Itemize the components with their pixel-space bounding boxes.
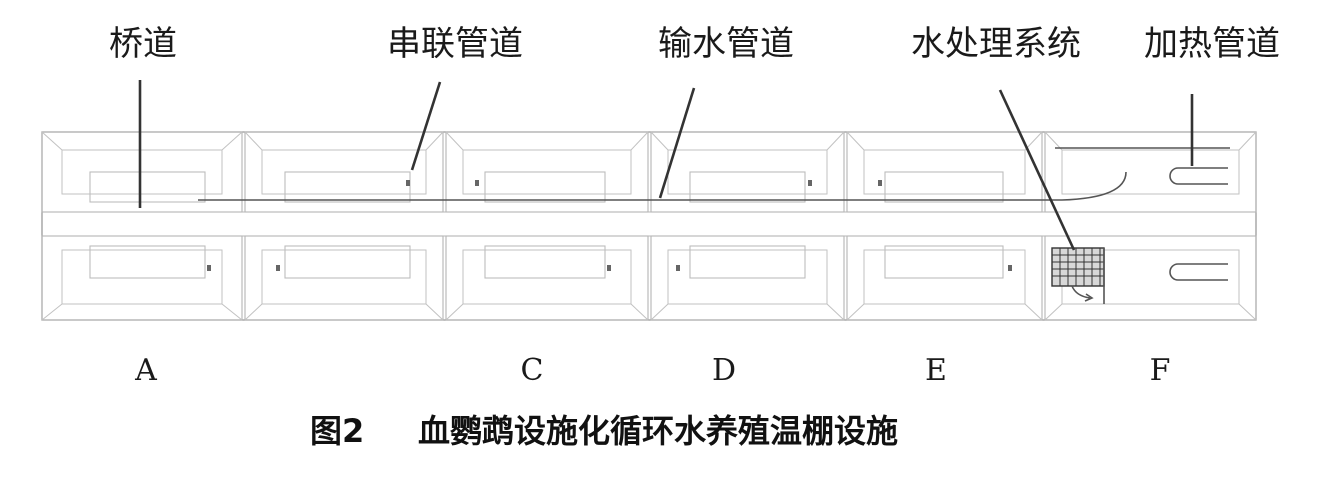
label-heating-pipe: 加热管道 bbox=[1144, 24, 1280, 64]
top-row-cells bbox=[41, 131, 1257, 213]
pond-cells bbox=[41, 131, 1257, 321]
section-label-d: D bbox=[712, 353, 736, 388]
section-label-a: A bbox=[134, 353, 157, 388]
heating-pipe-top bbox=[1169, 167, 1228, 185]
outlet-marker bbox=[276, 265, 280, 271]
outlet-marker bbox=[607, 265, 611, 271]
leader-water-pipe bbox=[658, 87, 696, 199]
heating-pipe-bottom bbox=[1169, 263, 1228, 281]
outlet-marker bbox=[1008, 265, 1012, 271]
label-water-treatment: 水处理系统 bbox=[911, 24, 1081, 64]
label-water-pipe: 输水管道 bbox=[658, 24, 794, 64]
outlet-marker bbox=[207, 265, 211, 271]
figure-caption: 血鹦鹉设施化循环水养殖温棚设施 bbox=[418, 412, 898, 450]
water-delivery-pipe bbox=[198, 171, 1127, 201]
water-treatment-unit bbox=[1051, 247, 1105, 304]
section-label-f: F bbox=[1150, 353, 1171, 388]
outlet-marker bbox=[406, 180, 410, 186]
outlet-marker bbox=[878, 180, 882, 186]
outlet-marker bbox=[808, 180, 812, 186]
section-label-e: E bbox=[925, 353, 947, 388]
figure-number: 图2 bbox=[310, 412, 364, 450]
outlet-marker bbox=[475, 180, 479, 186]
greenhouse-outline bbox=[41, 131, 1257, 321]
leader-lines bbox=[138, 80, 1194, 251]
label-bridge: 桥道 bbox=[109, 24, 177, 64]
outlet-markers bbox=[207, 180, 1012, 271]
section-label-c: C bbox=[521, 353, 544, 388]
heating-pipes bbox=[1055, 147, 1230, 281]
leader-water-treatment bbox=[998, 89, 1076, 251]
label-series-pipe: 串联管道 bbox=[387, 24, 523, 64]
outlet-marker bbox=[676, 265, 680, 271]
leader-series-pipe bbox=[410, 81, 442, 171]
